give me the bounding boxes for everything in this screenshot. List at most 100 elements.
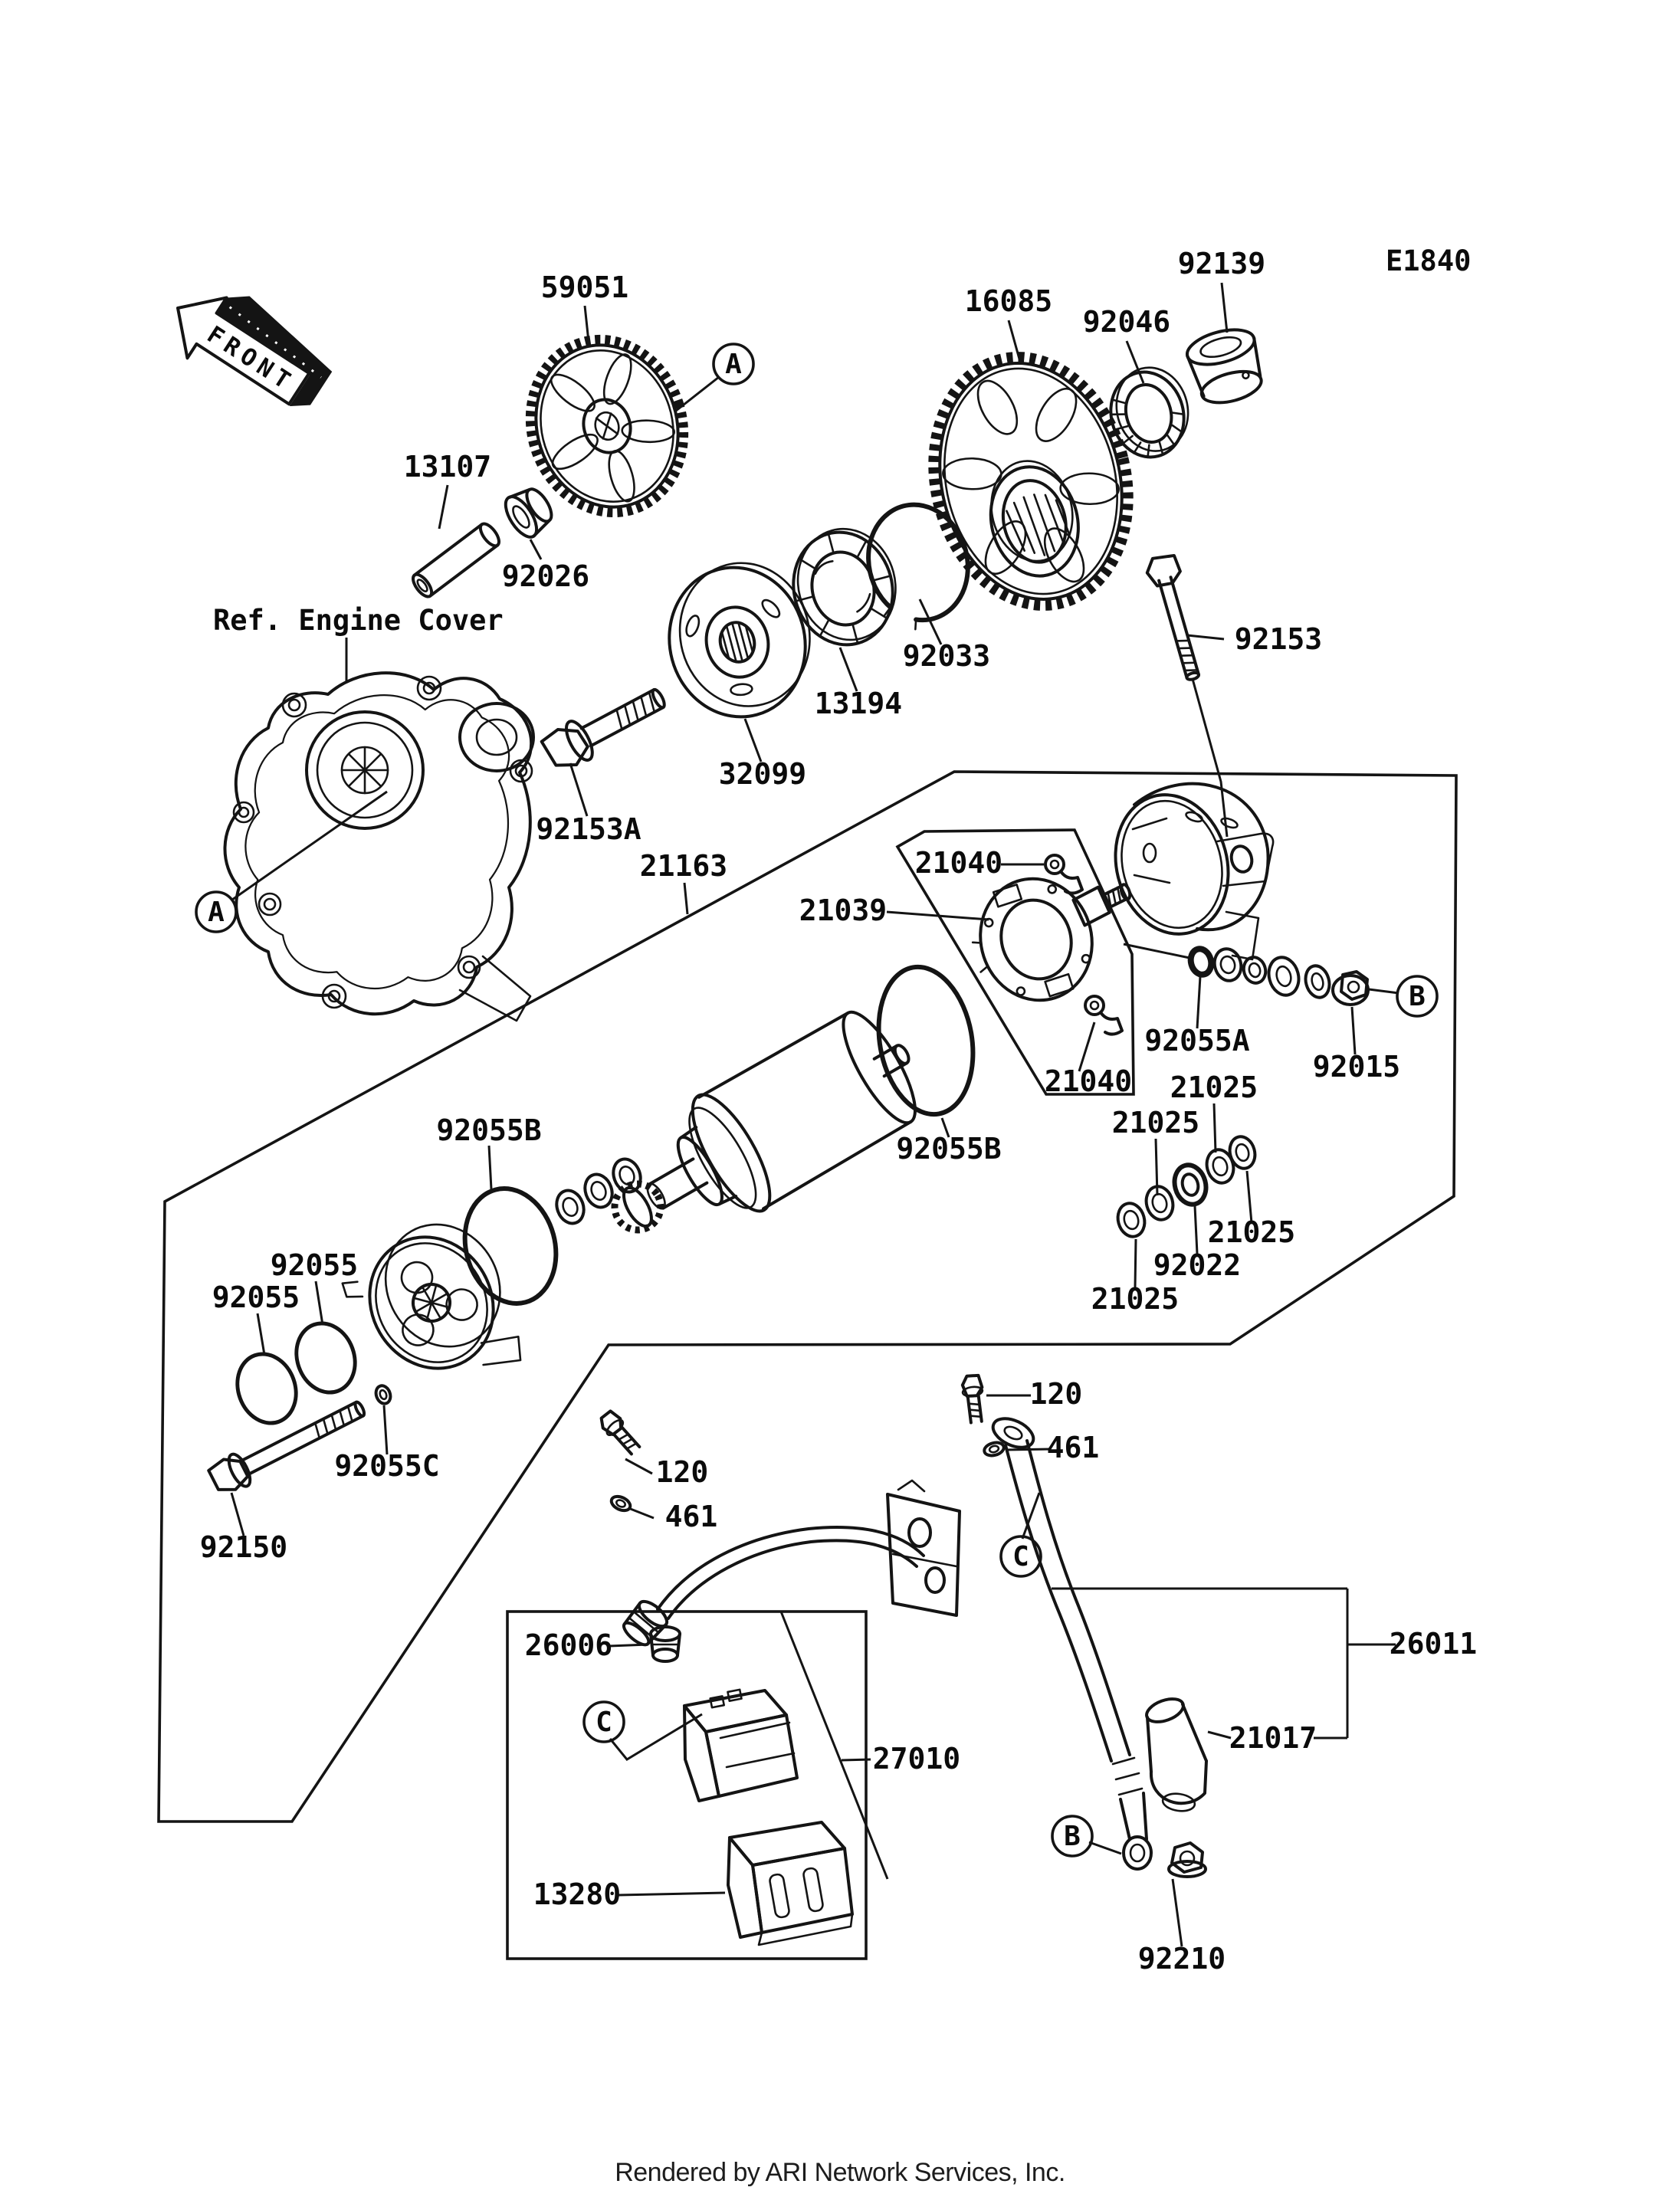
part-label-92022: 92022 xyxy=(1153,1248,1241,1282)
magnetic-switch-box xyxy=(506,1610,868,1960)
part-label-92055: 92055 xyxy=(271,1248,358,1282)
part-label-21039: 21039 xyxy=(799,894,887,927)
part-label-13280: 13280 xyxy=(533,1877,621,1911)
part-label-13107: 13107 xyxy=(404,450,491,484)
bolt-92150 xyxy=(207,1400,366,1491)
part-label-120: 120 xyxy=(1030,1377,1083,1411)
starter-yoke xyxy=(1114,782,1275,961)
engine-cover xyxy=(223,671,535,1022)
hub-32099 xyxy=(668,562,811,719)
part-label-26011: 26011 xyxy=(1390,1627,1477,1661)
part-label-92046: 92046 xyxy=(1083,305,1170,339)
bolt-120-left xyxy=(599,1409,641,1456)
bolt-120-right xyxy=(960,1373,984,1425)
washers-21025-92022 xyxy=(1116,1135,1257,1238)
leader-lines xyxy=(230,282,1399,1947)
starter-assembly-box xyxy=(157,770,1458,1823)
callout-circle-A: A xyxy=(195,890,238,933)
part-label-21040: 21040 xyxy=(1045,1064,1132,1098)
part-label-21025: 21025 xyxy=(1208,1215,1295,1249)
brush-holder-box xyxy=(895,828,1135,1096)
part-label-27010: 27010 xyxy=(873,1742,960,1776)
callout-circle-C: C xyxy=(582,1700,625,1743)
nut-92015 xyxy=(1331,970,1370,1006)
boot-21017 xyxy=(1145,1697,1208,1812)
part-label-32099: 32099 xyxy=(719,757,806,791)
freewheel-13194 xyxy=(792,527,897,647)
part-label-21025: 21025 xyxy=(1091,1282,1179,1316)
oring-92055-upper xyxy=(294,1321,357,1395)
starter-cable xyxy=(622,1526,925,1647)
part-label-92210: 92210 xyxy=(1138,1942,1226,1976)
circlip-92033 xyxy=(866,502,970,631)
part-label-92139: 92139 xyxy=(1178,247,1265,280)
part-label-21017: 21017 xyxy=(1229,1721,1317,1755)
part-label-21025: 21025 xyxy=(1112,1106,1199,1139)
cover-bolt-ears xyxy=(232,675,533,1009)
coil-housing-13280 xyxy=(727,1821,854,1946)
armature xyxy=(611,1010,917,1234)
switch-cap-27010 xyxy=(683,1688,799,1802)
part-label-120: 120 xyxy=(656,1455,709,1489)
svg-text:A: A xyxy=(208,897,225,928)
clutch-gear-16085 xyxy=(928,352,1134,611)
cable-bracket xyxy=(886,1479,961,1617)
collar-92139 xyxy=(1185,328,1263,405)
front-arrow: FRONT xyxy=(176,296,333,407)
shim-washers xyxy=(555,1157,642,1225)
callout-circle-A: A xyxy=(712,343,755,385)
bushing-92026 xyxy=(504,487,553,539)
part-label-59051: 59051 xyxy=(541,271,628,304)
svg-text:B: B xyxy=(1064,1821,1081,1852)
callout-circle-B: B xyxy=(1396,975,1439,1018)
part-label-92150: 92150 xyxy=(200,1530,287,1564)
bolt-92153 xyxy=(1145,553,1201,681)
needle-bearing-92046 xyxy=(1109,366,1189,459)
oring-92055B-left xyxy=(462,1186,559,1306)
svg-text:C: C xyxy=(596,1707,612,1738)
svg-text:B: B xyxy=(1409,981,1426,1012)
part-label-92153A: 92153A xyxy=(536,812,641,846)
part-label-461: 461 xyxy=(665,1500,718,1533)
part-label-92026: 92026 xyxy=(502,559,589,593)
part-label-92015: 92015 xyxy=(1313,1050,1400,1084)
front-cover xyxy=(341,1223,522,1370)
part-label-92033: 92033 xyxy=(903,639,990,673)
part-label-92055: 92055 xyxy=(212,1280,300,1314)
oring-92055B-right xyxy=(876,964,976,1117)
nut-92210 xyxy=(1167,1841,1207,1878)
part-label-21025: 21025 xyxy=(1170,1071,1258,1104)
svg-text:A: A xyxy=(725,349,742,380)
brush-plate-21039 xyxy=(971,877,1132,1002)
part-label-92055B: 92055B xyxy=(896,1132,1001,1166)
callout-circle-C: C xyxy=(999,1535,1042,1578)
footer-credit: Rendered by ARI Network Services, Inc. xyxy=(615,2158,1065,2187)
oring-92055A xyxy=(1187,946,1215,978)
letter-callouts-layer: A A B B C C xyxy=(195,343,1439,1858)
ref-engine-cover-label: Ref. Engine Cover xyxy=(213,604,504,637)
svg-text:C: C xyxy=(1012,1541,1029,1572)
washer-461-left xyxy=(609,1494,632,1513)
part-label-16085: 16085 xyxy=(965,284,1052,318)
part-label-92055B: 92055B xyxy=(436,1113,541,1147)
part-label-21163: 21163 xyxy=(640,849,727,883)
brush-spring-21040-top xyxy=(1044,854,1084,895)
washer-stack xyxy=(1212,947,1331,999)
callout-circle-B: B xyxy=(1051,1815,1094,1858)
washer-461-right xyxy=(983,1441,1006,1458)
part-label-92153: 92153 xyxy=(1235,622,1322,656)
part-label-92055C: 92055C xyxy=(334,1449,439,1483)
cable-26011 xyxy=(991,1417,1153,1871)
cap-26006 xyxy=(649,1625,681,1663)
washer-92055C xyxy=(374,1384,392,1405)
part-label-92055A: 92055A xyxy=(1144,1024,1249,1058)
part-label-13194: 13194 xyxy=(815,687,902,720)
brush-spring-21040-bottom xyxy=(1084,995,1124,1036)
part-label-21040: 21040 xyxy=(915,846,1002,880)
pin-13107 xyxy=(412,522,500,598)
bolt-92153A xyxy=(540,687,666,767)
part-label-26006: 26006 xyxy=(525,1628,612,1662)
